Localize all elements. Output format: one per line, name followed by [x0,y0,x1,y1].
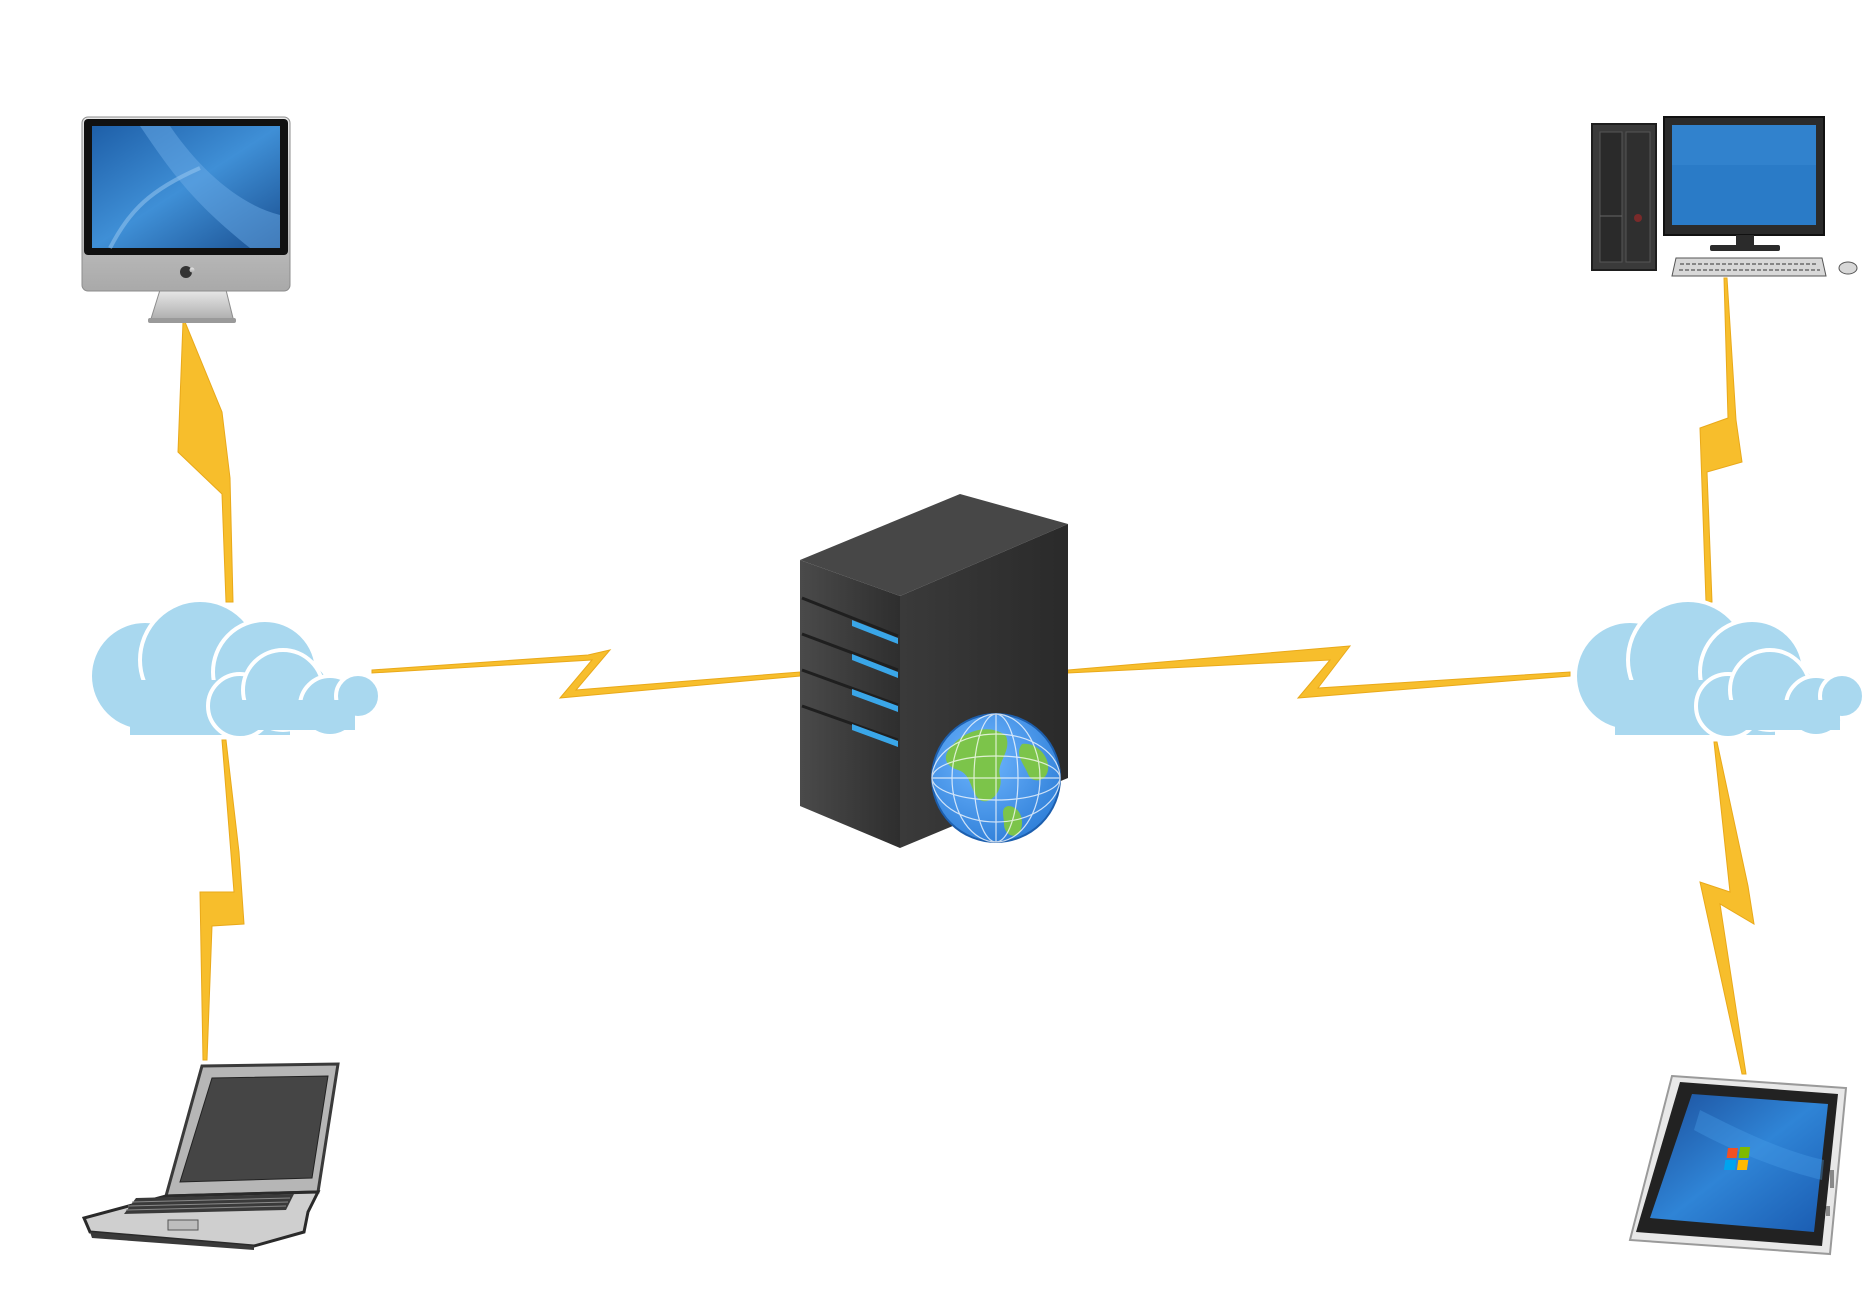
laptop-icon [81,1062,340,1250]
imac[interactable] [81,116,291,323]
link-server-cloud-right [1067,645,1571,699]
cloud-left[interactable] [88,598,382,740]
link-imac-cloud-left [177,321,234,603]
cloud-icon [88,598,382,740]
globe-icon [931,713,1061,843]
windows-logo-icon [1723,1147,1751,1170]
tablet[interactable] [1628,1074,1848,1256]
link-cloud-right-tablet [1699,741,1755,1075]
imac-desktop-icon [81,116,291,323]
link-cloud-left-server [371,649,801,699]
link-desktop-cloud-right [1699,277,1743,603]
desktop-pc-tower-icon [1591,116,1858,277]
cloud-right[interactable] [1573,598,1866,740]
desktop-pc[interactable] [1591,116,1858,277]
links [177,277,1755,1075]
link-cloud-left-laptop [199,739,245,1061]
windows-tablet-icon [1628,1074,1848,1256]
server-with-globe-icon [800,494,1068,848]
laptop[interactable] [81,1062,340,1250]
web-server[interactable] [800,494,1068,848]
cloud-icon [1573,598,1866,740]
